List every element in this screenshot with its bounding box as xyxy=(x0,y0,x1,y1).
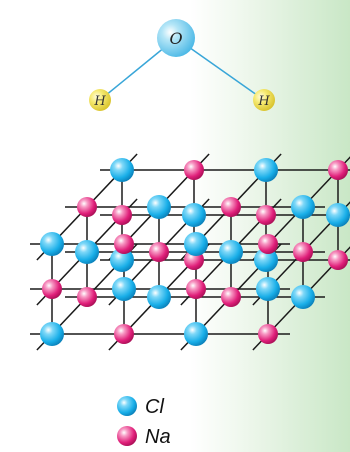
legend-cl-swatch xyxy=(117,396,137,416)
sodium-atom xyxy=(77,197,97,217)
sodium-atom xyxy=(328,160,348,180)
chlorine-atom xyxy=(147,195,171,219)
sodium-atom xyxy=(184,160,204,180)
sodium-atom xyxy=(258,234,278,254)
chlorine-atom xyxy=(184,322,208,346)
oxygen-atom: O xyxy=(157,19,195,57)
lattice-atoms xyxy=(40,158,350,346)
chlorine-atom xyxy=(184,232,208,256)
chlorine-atom xyxy=(112,277,136,301)
legend-na-label: Na xyxy=(145,426,171,448)
chlorine-atom xyxy=(110,248,134,272)
sodium-atom xyxy=(114,234,134,254)
sodium-atom xyxy=(77,287,97,307)
hydrogen-atom-right: H xyxy=(253,89,275,111)
chlorine-atom xyxy=(254,158,278,182)
sodium-atom xyxy=(114,324,134,344)
sodium-atom xyxy=(258,324,278,344)
oxygen-label: O xyxy=(169,29,182,48)
sodium-atom xyxy=(256,205,276,225)
hydrogen-left-label: H xyxy=(93,94,106,109)
chlorine-atom xyxy=(219,240,243,264)
sodium-atom xyxy=(293,242,313,262)
green-panel xyxy=(190,0,350,452)
chlorine-atom xyxy=(256,277,280,301)
water-molecule: O H H xyxy=(89,19,275,111)
chlorine-atom xyxy=(291,195,315,219)
chlorine-atom xyxy=(326,203,350,227)
sodium-atom xyxy=(42,279,62,299)
sodium-atom xyxy=(328,250,348,270)
legend-na-swatch xyxy=(117,426,137,446)
chlorine-atom xyxy=(182,203,206,227)
sodium-atom xyxy=(149,242,169,262)
chlorine-atom xyxy=(110,158,134,182)
chlorine-atom xyxy=(75,240,99,264)
hydrogen-atom-left: H xyxy=(89,89,111,111)
hydrogen-right-label: H xyxy=(257,94,270,109)
sodium-atom xyxy=(221,197,241,217)
sodium-atom xyxy=(186,279,206,299)
chlorine-atom xyxy=(147,285,171,309)
legend-item-cl: Cl xyxy=(117,396,164,418)
chlorine-atom xyxy=(40,232,64,256)
chlorine-atom xyxy=(254,248,278,272)
legend-item-na: Na xyxy=(117,426,171,448)
legend-cl-label: Cl xyxy=(145,396,164,418)
nacl-lattice xyxy=(30,153,350,351)
sodium-atom xyxy=(221,287,241,307)
chlorine-atom xyxy=(40,322,64,346)
legend: Cl Na xyxy=(117,396,171,448)
chlorine-atom xyxy=(291,285,315,309)
sodium-atom xyxy=(112,205,132,225)
